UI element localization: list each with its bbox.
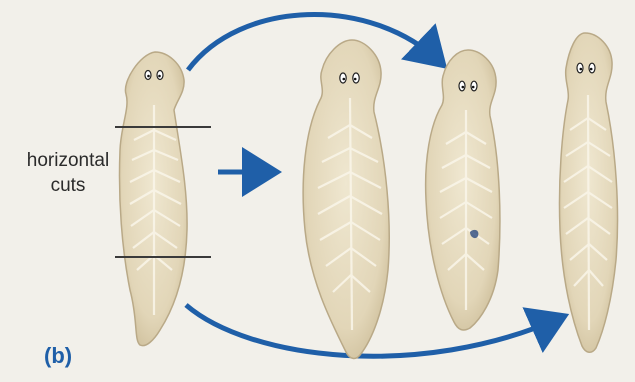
horizontal-cuts-label: horizontal cuts — [4, 148, 132, 198]
regenerated-planarian-1 — [303, 40, 389, 358]
original-planarian — [119, 52, 187, 346]
cut-label-line1: horizontal — [4, 148, 132, 173]
panel-letter: (b) — [44, 343, 72, 369]
regenerated-planarian-3 — [559, 33, 617, 352]
regenerated-planarian-2 — [426, 50, 500, 330]
cut-label-line2: cuts — [4, 173, 132, 198]
arrow-head-piece — [188, 15, 440, 70]
